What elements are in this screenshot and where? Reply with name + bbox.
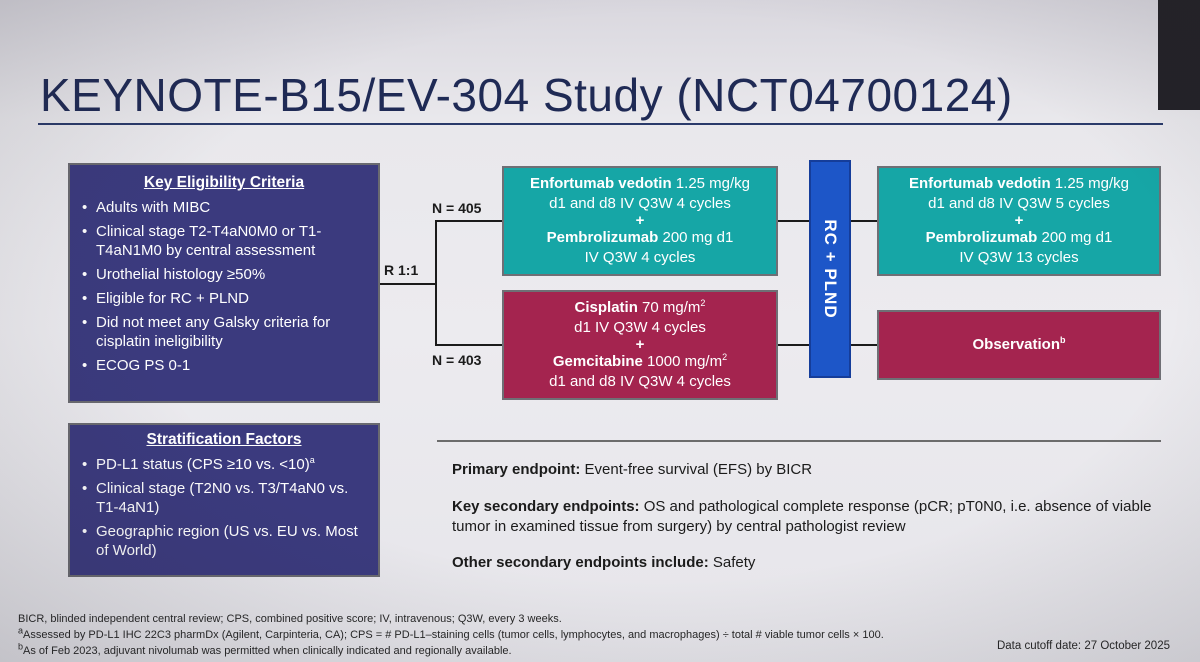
observation-arm: Observationb [877,310,1161,380]
drug-dose: 70 mg/m [637,299,701,316]
other-endpoints: Other secondary endpoints include: Safet… [452,553,1152,573]
title-divider [38,123,1163,125]
endpoints-divider [437,440,1161,442]
footnote-mark: b [18,641,24,652]
drug-dose: 1000 mg/m [642,353,723,370]
footnote-b: bAs of Feb 2023, adjuvant nivolumab was … [18,642,512,657]
eligibility-item: ECOG PS 0-1 [80,356,368,375]
connector-line [778,344,809,346]
arm-schedule: d1 IV Q3W 4 cycles [574,319,706,336]
arm-line: Gemcitabine 1000 mg/m2 [504,352,776,372]
drug-name: Pembrolizumab [546,229,659,246]
footnote-b-text: As of Feb 2023, adjuvant nivolumab was p… [23,645,512,657]
secondary-endpoints-label: Key secondary endpoints: [452,498,640,515]
drug-name: Gemcitabine [552,353,643,370]
secondary-endpoints: Key secondary endpoints: OS and patholog… [452,497,1152,537]
observation-label: Observation [972,336,1061,353]
projector-edge [1158,0,1200,110]
superscript: 2 [700,298,706,308]
eligibility-item: Clinical stage T2-T4aN0M0 or T1-T4aN1M0 … [80,222,368,260]
plus-sign: + [635,212,645,229]
eligibility-item: Urothelial histology ≥50% [80,265,368,284]
primary-endpoint-text: Event-free survival (EFS) by BICR [580,461,813,478]
eligibility-list: Adults with MIBC Clinical stage T2-T4aN0… [80,198,368,375]
arm-line: Pembrolizumab 200 mg d1 [504,228,776,248]
arm-schedule: d1 and d8 IV Q3W 4 cycles [549,373,731,390]
surgery-label: RC + PLND [821,219,840,319]
drug-name: Enfortumab vedotin [908,175,1051,192]
neoadjuvant-ev-pembro-arm: Enfortumab vedotin 1.25 mg/kg d1 and d8 … [502,166,778,276]
footnote-a-text: Assessed by PD-L1 IHC 22C3 pharmDx (Agil… [23,629,884,641]
primary-endpoint: Primary endpoint: Event-free survival (E… [452,460,1152,480]
stratification-item: Geographic region (US vs. EU vs. Most of… [80,522,368,560]
surgery-bar: RC + PLND [809,160,851,378]
stratification-heading: Stratification Factors [146,431,302,448]
arm-schedule: d1 and d8 IV Q3W 4 cycles [549,195,731,212]
arm-line: Pembrolizumab 200 mg d1 [879,228,1159,248]
footnote-mark: a [309,455,315,465]
randomization-label: R 1:1 [384,262,419,278]
connector-line [435,220,502,222]
arm-line: Observationb [879,335,1159,355]
footnote-abbreviations: BICR, blinded independent central review… [18,613,562,625]
eligibility-heading: Key Eligibility Criteria [143,174,305,191]
data-cutoff-date: Data cutoff date: 27 October 2025 [996,640,1170,652]
primary-endpoint-label: Primary endpoint: [452,461,581,478]
arm-line: Enfortumab vedotin 1.25 mg/kg [504,174,776,194]
connector-line [778,220,809,222]
connector-line [851,344,877,346]
eligibility-item: Did not meet any Galsky criteria for cis… [80,313,368,351]
plus-sign: + [1014,212,1024,229]
drug-dose: 1.25 mg/kg [671,175,751,192]
arm-schedule: IV Q3W 13 cycles [959,249,1079,266]
drug-dose: 200 mg d1 [658,229,734,246]
slide-title: KEYNOTE-B15/EV-304 Study (NCT04700124) [40,69,1013,121]
stratification-item: Clinical stage (T2N0 vs. T3/T4aN0 vs. T1… [80,479,368,517]
other-endpoints-text: Safety [708,554,756,571]
connector-line [435,220,437,345]
superscript: 2 [722,352,728,362]
stratification-list: PD-L1 status (CPS ≥10 vs. <10)a Clinical… [80,455,368,560]
arm-schedule: d1 and d8 IV Q3W 5 cycles [928,195,1110,212]
stratification-item: PD-L1 status (CPS ≥10 vs. <10)a [80,455,368,474]
n-top-label: N = 405 [432,200,482,216]
arm-line: Enfortumab vedotin 1.25 mg/kg [879,174,1159,194]
drug-dose: 200 mg d1 [1037,229,1113,246]
connector-line [380,283,436,285]
adjuvant-ev-pembro-arm: Enfortumab vedotin 1.25 mg/kg d1 and d8 … [877,166,1161,276]
connector-line [435,344,502,346]
footnote-mark: a [18,625,24,636]
plus-sign: + [635,336,645,353]
eligibility-item: Adults with MIBC [80,198,368,217]
drug-name: Pembrolizumab [925,229,1038,246]
stratification-panel: Stratification Factors PD-L1 status (CPS… [68,423,380,577]
drug-dose: 1.25 mg/kg [1050,175,1130,192]
cisplatin-gemcitabine-arm: Cisplatin 70 mg/m2 d1 IV Q3W 4 cycles + … [502,290,778,400]
drug-name: Cisplatin [574,299,638,316]
eligibility-panel: Key Eligibility Criteria Adults with MIB… [68,163,380,403]
n-bottom-label: N = 403 [432,352,482,368]
footnote-a: aAssessed by PD-L1 IHC 22C3 pharmDx (Agi… [18,626,884,641]
other-endpoints-label: Other secondary endpoints include: [452,554,709,571]
eligibility-item: Eligible for RC + PLND [80,289,368,308]
drug-name: Enfortumab vedotin [529,175,672,192]
arm-line: Cisplatin 70 mg/m2 [504,298,776,318]
arm-schedule: IV Q3W 4 cycles [584,249,696,266]
footnote-mark: b [1060,335,1066,345]
stratification-item-text: PD-L1 status (CPS ≥10 vs. <10) [96,456,310,473]
connector-line [851,220,877,222]
secondary-endpoints-text: OS and pathological complete response (p… [452,498,1152,535]
